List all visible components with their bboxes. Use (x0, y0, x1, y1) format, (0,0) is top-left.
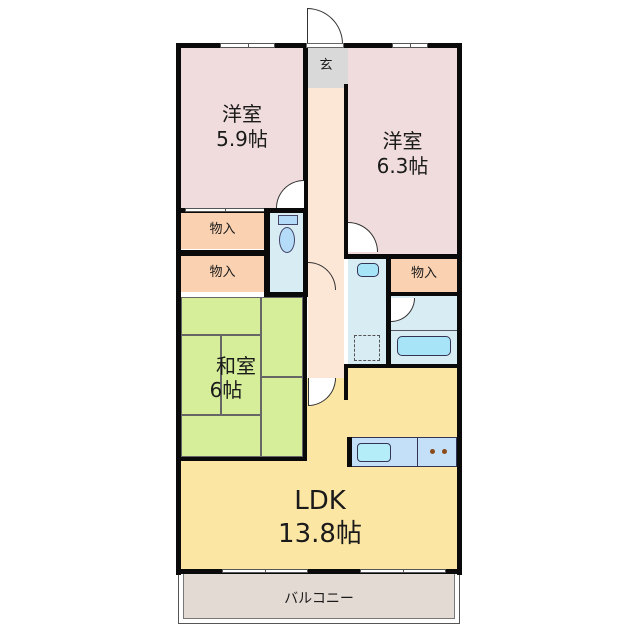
kitchen-sink-icon (357, 443, 391, 462)
wall-wash-top (344, 254, 457, 259)
window-ldk-right (360, 569, 446, 573)
western-room-1[interactable]: 洋室 5.9帖 (181, 48, 303, 208)
window-storage (185, 208, 265, 212)
storage-2[interactable]: 物入 (181, 256, 264, 292)
hallway[interactable] (308, 88, 344, 378)
sink-icon (357, 263, 379, 277)
western-room-1-name: 洋室 (222, 102, 262, 126)
wall-hall-right (344, 84, 348, 258)
ldk-name: LDK (294, 486, 346, 516)
wall-wash-right (386, 254, 391, 366)
japanese-room[interactable]: 和室 6帖 (181, 297, 303, 457)
balcony-label: バルコニー (284, 591, 354, 607)
kitchen-counter[interactable] (347, 437, 457, 467)
window-ldk-left (222, 569, 308, 573)
window-western-room-1 (220, 43, 275, 48)
wall-bath-bottom (344, 364, 457, 368)
wall-hall-left (303, 43, 308, 293)
toilet-tank-icon (278, 215, 298, 225)
stove-burner-icon (442, 449, 447, 454)
wall-japanese-right (303, 297, 307, 461)
wall-toilet-bottom (264, 292, 308, 297)
western-room-2-name: 洋室 (382, 129, 423, 153)
storage-1[interactable]: 物入 (181, 213, 264, 249)
washer-space-icon (354, 335, 380, 361)
bathtub-icon (397, 336, 451, 356)
bathroom[interactable] (391, 296, 457, 364)
western-room-2-size: 6.3帖 (376, 154, 429, 178)
outer-wall-left (176, 43, 181, 575)
storage-3[interactable]: 物入 (391, 259, 457, 292)
wall-storage-right (264, 208, 270, 296)
ldk-size: 13.8帖 (278, 519, 362, 549)
ldk[interactable] (181, 461, 457, 569)
washroom[interactable] (348, 259, 386, 364)
balcony: バルコニー (178, 572, 460, 624)
western-room-2-notch (362, 48, 457, 88)
wall-storage-mid (181, 250, 269, 256)
toilet[interactable] (270, 213, 303, 293)
wall-japanese-bottom (181, 457, 307, 461)
toilet-bowl-icon (279, 227, 295, 253)
entrance-door-swing[interactable] (307, 8, 343, 44)
entrance-label: 玄 (319, 58, 333, 73)
japanese-room-name: 和室 (216, 354, 256, 378)
storage-3-label: 物入 (410, 266, 437, 281)
japanese-room-size: 6帖 (209, 378, 243, 402)
storage-2-label: 物入 (209, 265, 236, 280)
stove-burner-icon (430, 449, 435, 454)
window-western-room-2 (392, 43, 428, 48)
western-room-1-size: 5.9帖 (216, 127, 268, 151)
outer-wall-bottom (176, 569, 462, 574)
outer-wall-right (457, 43, 462, 575)
entrance-door-opening (306, 43, 344, 48)
storage-1-label: 物入 (209, 222, 236, 237)
wall-ldk-stub (344, 364, 348, 400)
door-bathroom[interactable] (391, 298, 415, 322)
wall-storage3-bottom (391, 292, 457, 296)
